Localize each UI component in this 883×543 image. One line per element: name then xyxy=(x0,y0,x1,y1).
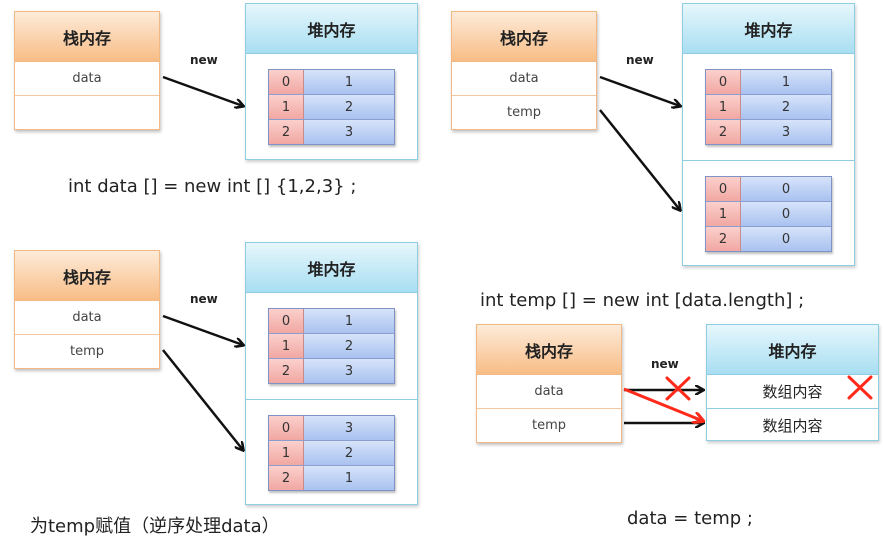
stack-memory-header: 栈内存 xyxy=(477,325,621,375)
heap-memory-header: 堆内存 xyxy=(707,325,878,375)
stack-var-data: data xyxy=(477,375,621,409)
array-index: 2 xyxy=(269,359,304,383)
heap-memory-header: 堆内存 xyxy=(246,243,417,293)
array-index: 2 xyxy=(269,466,304,490)
heap-content-temp: 数组内容 xyxy=(762,417,823,435)
heap-memory-box-4: 堆内存 数组内容 数组内容 xyxy=(706,324,879,441)
array-value: 0 xyxy=(741,202,831,226)
array-value: 3 xyxy=(304,416,394,440)
stack-memory-header: 栈内存 xyxy=(15,251,159,301)
stack-memory-box-3: 栈内存 data temp xyxy=(14,250,160,369)
caption-3: 为temp赋值（逆序处理data） xyxy=(30,516,280,537)
array-index: 1 xyxy=(706,95,741,119)
arrow-data-to-array xyxy=(162,314,243,345)
array-index: 1 xyxy=(706,202,741,226)
array-index: 0 xyxy=(706,70,741,94)
stack-var-temp: temp xyxy=(506,105,541,120)
array-value: 3 xyxy=(741,120,831,144)
heap-memory-header: 堆内存 xyxy=(683,4,854,54)
new-label-3: new xyxy=(190,292,218,306)
array-value: 2 xyxy=(741,95,831,119)
stack-memory-header: 栈内存 xyxy=(452,12,596,62)
new-label-2: new xyxy=(626,53,654,67)
array-value: 1 xyxy=(304,70,394,94)
arrow-temp-to-array xyxy=(162,349,243,450)
new-label-4: new xyxy=(651,357,679,371)
cross-icon xyxy=(665,376,691,401)
array-value: 1 xyxy=(304,466,394,490)
heap-content-data: 数组内容 xyxy=(707,375,878,409)
arrow-data-reassigned xyxy=(623,387,703,421)
array-index: 1 xyxy=(269,441,304,465)
caption-1: int data [] = new int [] {1,2,3} ; xyxy=(68,176,357,197)
caption-2: int temp [] = new int [data.length] ; xyxy=(480,290,805,311)
array-value: 2 xyxy=(304,441,394,465)
heap-memory-header: 堆内存 xyxy=(246,4,417,54)
arrow-temp-to-array xyxy=(599,109,680,210)
array-value: 1 xyxy=(741,70,831,94)
new-label-1: new xyxy=(190,53,218,67)
array-index: 0 xyxy=(269,309,304,333)
array-value: 3 xyxy=(304,120,394,144)
array-value: 0 xyxy=(741,227,831,251)
array-index: 0 xyxy=(269,70,304,94)
stack-var-temp: temp xyxy=(69,344,104,359)
array-value: 0 xyxy=(741,177,831,201)
array-index: 2 xyxy=(269,120,304,144)
arrow-data-to-array xyxy=(599,75,680,106)
array-value: 1 xyxy=(304,309,394,333)
caption-4: data = temp ; xyxy=(627,508,753,529)
array-index: 2 xyxy=(706,120,741,144)
stack-memory-box-2: 栈内存 data temp xyxy=(451,11,597,130)
array-index: 1 xyxy=(269,334,304,358)
array-index: 0 xyxy=(269,416,304,440)
array-index: 0 xyxy=(706,177,741,201)
cross-icon xyxy=(847,375,873,400)
stack-memory-box-4: 栈内存 data temp xyxy=(476,324,622,443)
array-value: 2 xyxy=(304,95,394,119)
stack-var-data: data xyxy=(15,62,159,96)
stack-memory-box-1: 栈内存 data xyxy=(14,11,160,130)
array-index: 1 xyxy=(269,95,304,119)
stack-var-data: data xyxy=(15,301,159,335)
stack-var-temp: temp xyxy=(531,418,566,433)
stack-var-data: data xyxy=(452,62,596,96)
array-value: 3 xyxy=(304,359,394,383)
stack-memory-header: 栈内存 xyxy=(15,12,159,62)
array-value: 2 xyxy=(304,334,394,358)
array-index: 2 xyxy=(706,227,741,251)
arrow-data-to-array xyxy=(162,75,243,106)
